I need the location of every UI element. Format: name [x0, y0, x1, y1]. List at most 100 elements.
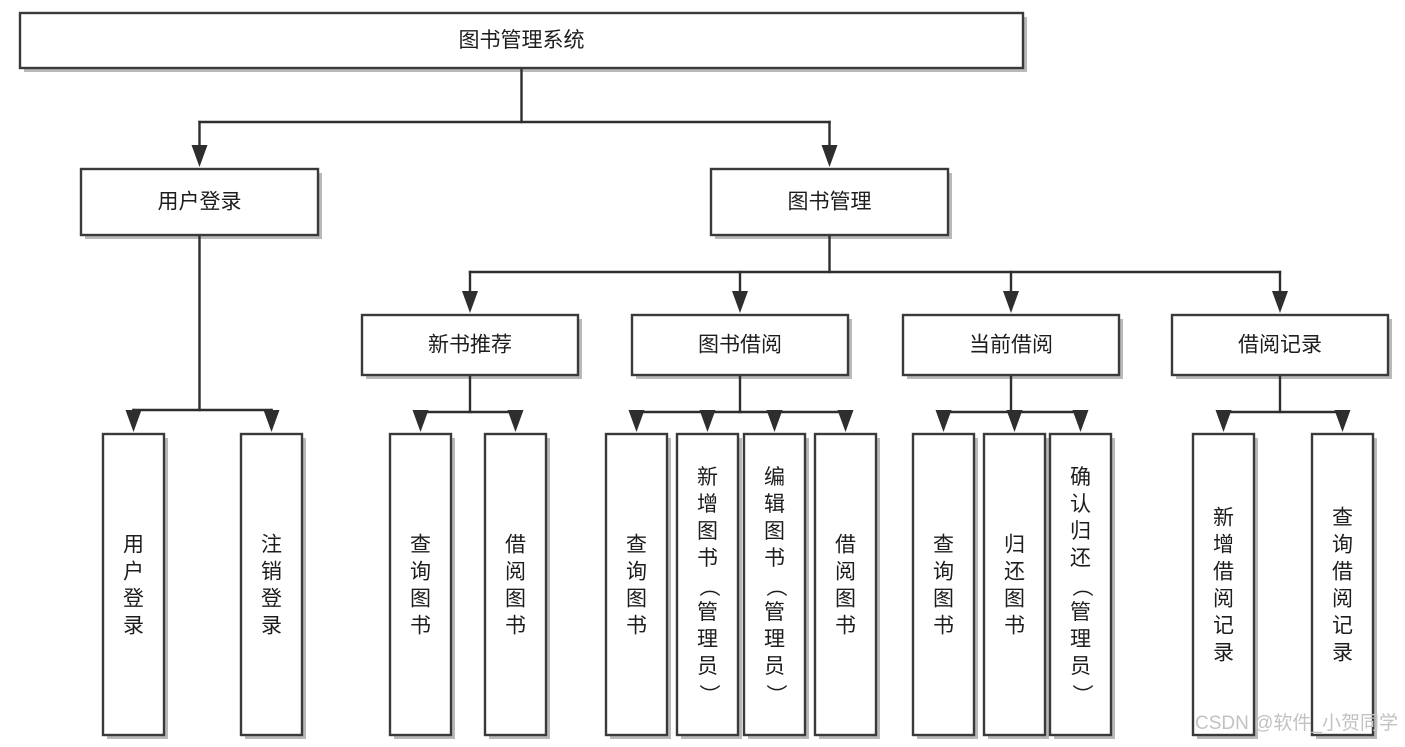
node-label-char: 录: [1213, 642, 1234, 665]
node-box-leaf-query-book-2[interactable]: [604, 432, 669, 737]
node-label-char: 注: [261, 534, 282, 557]
node-label-char: 书: [505, 615, 526, 638]
node-label-char: 管: [1070, 601, 1091, 624]
node-label-book-management: 图书管理: [788, 191, 872, 214]
node-label-user-login: 用户登录: [158, 191, 242, 214]
node-label-char: 书: [410, 615, 431, 638]
node-label-book-borrow: 图书借阅: [698, 334, 782, 357]
node-box-current-borrow[interactable]: [901, 313, 1121, 377]
node-label-char: 借: [835, 534, 856, 557]
node-label-char: 增: [697, 493, 718, 516]
node-label-char: 查: [1332, 507, 1353, 530]
node-label-char: 图: [505, 588, 526, 611]
node-label-char: 新: [697, 466, 718, 489]
node-label-char: 书: [697, 547, 718, 570]
node-label-char: 录: [261, 615, 282, 638]
node-label-char: 借: [1213, 561, 1234, 584]
node-label-layer: 图书管理系统用户登录图书管理新书推荐图书借阅当前借阅借阅记录用户登录注销登录查询…: [123, 29, 1353, 705]
node-label-char: 用: [123, 534, 144, 557]
connector-arrowhead: [191, 145, 208, 167]
node-label-char: 销: [261, 561, 282, 584]
connector-arrowhead: [935, 410, 952, 432]
connector-arrowhead: [628, 410, 645, 432]
node-label-char: 图: [933, 588, 954, 611]
connector-arrowhead: [462, 291, 478, 313]
node-label-char: 管: [764, 601, 785, 624]
node-box-leaf-borrow-book-2[interactable]: [813, 432, 878, 737]
node-box-root[interactable]: [18, 11, 1025, 70]
node-label-char: 员: [1070, 655, 1091, 678]
node-label-char: 查: [410, 534, 431, 557]
connector-arrowhead: [507, 410, 524, 432]
node-label-borrow-record: 借阅记录: [1238, 334, 1322, 357]
connector-arrowhead: [766, 410, 783, 432]
node-label-char: 登: [123, 588, 144, 611]
node-label-char: 书: [1004, 615, 1025, 638]
connector-arrowhead: [1072, 410, 1089, 432]
node-label-root: 图书管理系统: [459, 29, 585, 52]
node-label-char: ）: [697, 684, 720, 705]
node-label-char: 书: [764, 547, 785, 570]
node-box-leaf-return-book[interactable]: [982, 432, 1047, 737]
node-label-char: 阅: [1332, 588, 1353, 611]
node-box-leaf-logout[interactable]: [239, 432, 304, 737]
node-label-char: 查: [933, 534, 954, 557]
node-box-borrow-record[interactable]: [1170, 313, 1390, 377]
node-box-book-management[interactable]: [709, 167, 950, 237]
node-box-leaf-query-book-1[interactable]: [388, 432, 453, 737]
node-box-leaf-add-book[interactable]: [675, 432, 740, 737]
node-label-char: 询: [410, 561, 431, 584]
connector-arrowhead: [732, 291, 748, 313]
node-label-char: 编: [764, 466, 785, 489]
node-label-char: 图: [1004, 588, 1025, 611]
connector-arrowhead: [699, 410, 716, 432]
node-box-leaf-query-book-3[interactable]: [911, 432, 976, 737]
node-label-char: （: [764, 576, 787, 597]
node-box-leaf-borrow-book-1[interactable]: [483, 432, 548, 737]
node-box-user-login[interactable]: [79, 167, 320, 237]
node-label-char: 书: [933, 615, 954, 638]
node-box-leaf-edit-book[interactable]: [742, 432, 807, 737]
node-label-leaf-user-login: 用户登录: [123, 534, 144, 638]
node-label-char: 辑: [764, 493, 785, 516]
node-label-char: 询: [1332, 534, 1353, 557]
node-box-leaf-user-login[interactable]: [101, 432, 166, 737]
node-label-char: 员: [764, 655, 785, 678]
node-label-char: 询: [933, 561, 954, 584]
connector-arrowhead: [263, 410, 280, 432]
connector-arrowhead: [837, 410, 854, 432]
node-label-char: 图: [764, 520, 785, 543]
node-box-leaf-add-record[interactable]: [1191, 432, 1256, 737]
connector-arrowhead: [1334, 410, 1351, 432]
node-label-char: 还: [1070, 547, 1091, 570]
node-box-new-book-recommend[interactable]: [360, 313, 580, 377]
node-label-char: 借: [505, 534, 526, 557]
node-label-char: 归: [1004, 534, 1025, 557]
node-label-char: 还: [1004, 561, 1025, 584]
connector-arrowhead: [1006, 410, 1023, 432]
node-label-char: 图: [410, 588, 431, 611]
node-label-char: 录: [1332, 642, 1353, 665]
node-box-leaf-query-record[interactable]: [1310, 432, 1375, 737]
connector-arrowhead: [1272, 291, 1288, 313]
node-box-leaf-confirm-return[interactable]: [1048, 432, 1113, 737]
node-box-layer: [18, 11, 1390, 737]
node-box-book-borrow[interactable]: [630, 313, 850, 377]
node-label-char: 理: [764, 628, 785, 651]
node-label-char: 书: [626, 615, 647, 638]
node-label-char: ）: [764, 684, 787, 705]
node-label-char: 确: [1070, 466, 1091, 489]
connector-arrowhead: [412, 410, 429, 432]
node-label-char: 图: [835, 588, 856, 611]
node-label-char: 管: [697, 601, 718, 624]
